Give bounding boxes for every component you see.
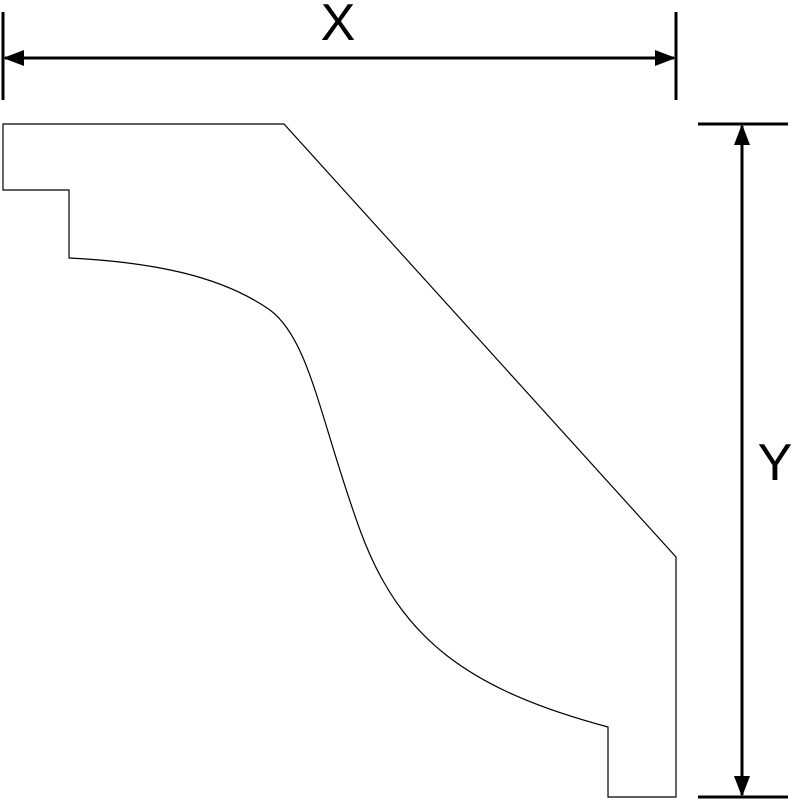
x-arrowhead-left bbox=[3, 50, 24, 66]
y-arrowhead-top bbox=[734, 124, 750, 145]
x-arrowhead-right bbox=[655, 50, 676, 66]
y-dimension: Y bbox=[698, 122, 793, 799]
x-dimension: X bbox=[1, 0, 678, 100]
x-dimension-label: X bbox=[321, 0, 356, 52]
y-arrowhead-bottom bbox=[734, 776, 750, 797]
molding-profile-outline bbox=[2, 123, 677, 798]
y-dimension-label: Y bbox=[758, 434, 793, 492]
